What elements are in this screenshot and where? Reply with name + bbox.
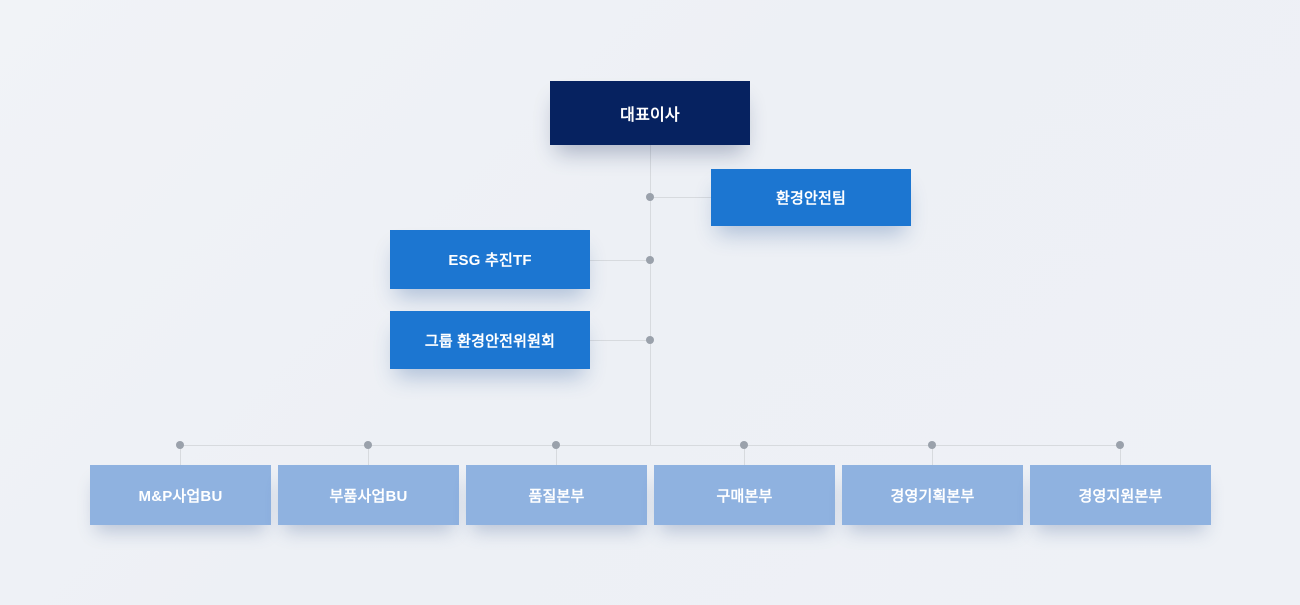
org-node-env-safety-team: 환경안전팀 [711, 169, 911, 226]
org-node-label: 경영지원본부 [1078, 487, 1163, 505]
connector-drop-division-3 [556, 445, 557, 465]
connector-dot [646, 193, 654, 201]
org-node-division-mp-bu: M&P사업BU [90, 465, 271, 525]
connector-dot [928, 441, 936, 449]
connector-dot [176, 441, 184, 449]
org-node-label: 품질본부 [528, 487, 585, 505]
connector-drop-division-6 [1120, 445, 1121, 465]
org-node-division-management-planning: 경영기획본부 [842, 465, 1023, 525]
connector-dot [740, 441, 748, 449]
org-node-group-env-safety-committee: 그룹 환경안전위원회 [390, 311, 590, 369]
org-node-division-parts-bu: 부품사업BU [278, 465, 459, 525]
connector-drop-division-4 [744, 445, 745, 465]
connector-drop-division-2 [368, 445, 369, 465]
org-node-label: 그룹 환경안전위원회 [424, 332, 556, 350]
connector-dot [552, 441, 560, 449]
connector-dot [1116, 441, 1124, 449]
org-node-label: M&P사업BU [138, 487, 223, 505]
org-node-division-management-support: 경영지원본부 [1030, 465, 1211, 525]
connector-line-committee [590, 340, 650, 341]
org-node-label: ESG 추진TF [448, 252, 532, 269]
org-node-division-quality: 품질본부 [466, 465, 647, 525]
connector-line-root-trunk [650, 145, 651, 445]
connector-dot [646, 256, 654, 264]
org-node-division-purchasing: 구매본부 [654, 465, 835, 525]
connector-drop-division-5 [932, 445, 933, 465]
connector-line-divisions-bus [180, 445, 1120, 446]
connector-drop-division-1 [180, 445, 181, 465]
org-node-label: 구매본부 [716, 487, 773, 505]
org-node-label: 경영기획본부 [890, 487, 975, 505]
connector-dot [646, 336, 654, 344]
org-node-label: 대표이사 [620, 107, 680, 124]
org-node-label: 부품사업BU [329, 487, 408, 505]
connector-dot [364, 441, 372, 449]
org-node-label: 환경안전팀 [775, 190, 846, 207]
connector-line-esg-tf [590, 260, 650, 261]
connector-line-env-team [650, 197, 711, 198]
org-node-ceo: 대표이사 [550, 81, 750, 145]
org-node-esg-tf: ESG 추진TF [390, 230, 590, 289]
